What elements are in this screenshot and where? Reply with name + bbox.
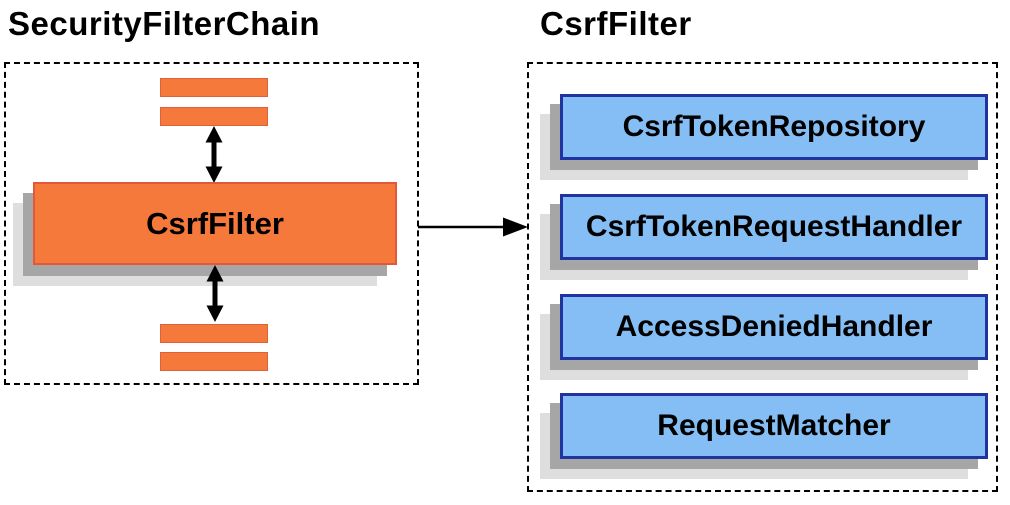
csrf-token-repository-label: CsrfTokenRepository: [622, 110, 926, 143]
filter-placeholder-bar: [160, 107, 268, 126]
filter-placeholder-bar: [160, 78, 268, 97]
request-matcher-box: RequestMatcher: [560, 393, 988, 459]
csrf-token-repository-box: CsrfTokenRepository: [560, 94, 988, 160]
security-filter-chain-title: SecurityFilterChain: [8, 5, 321, 42]
filter-placeholder-bar: [160, 352, 268, 371]
csrf-filter-title: CsrfFilter: [540, 5, 692, 42]
csrf-filter-node: CsrfFilter: [33, 182, 397, 265]
request-matcher-label: RequestMatcher: [657, 409, 891, 442]
csrf-filter-panel: [527, 62, 998, 492]
csrf-token-request-handler-box: CsrfTokenRequestHandler: [560, 194, 988, 260]
access-denied-handler-box: AccessDeniedHandler: [560, 294, 988, 360]
filter-placeholder-bar: [160, 324, 268, 343]
double-arrow-icon: [206, 265, 224, 322]
csrf-token-request-handler-label: CsrfTokenRequestHandler: [585, 210, 963, 243]
csrf-filter-node-label: CsrfFilter: [146, 205, 284, 241]
flow-arrow-icon: [418, 217, 528, 237]
double-arrow-icon: [205, 126, 223, 183]
security-filter-chain-panel: [4, 62, 419, 385]
access-denied-handler-label: AccessDeniedHandler: [615, 310, 933, 343]
